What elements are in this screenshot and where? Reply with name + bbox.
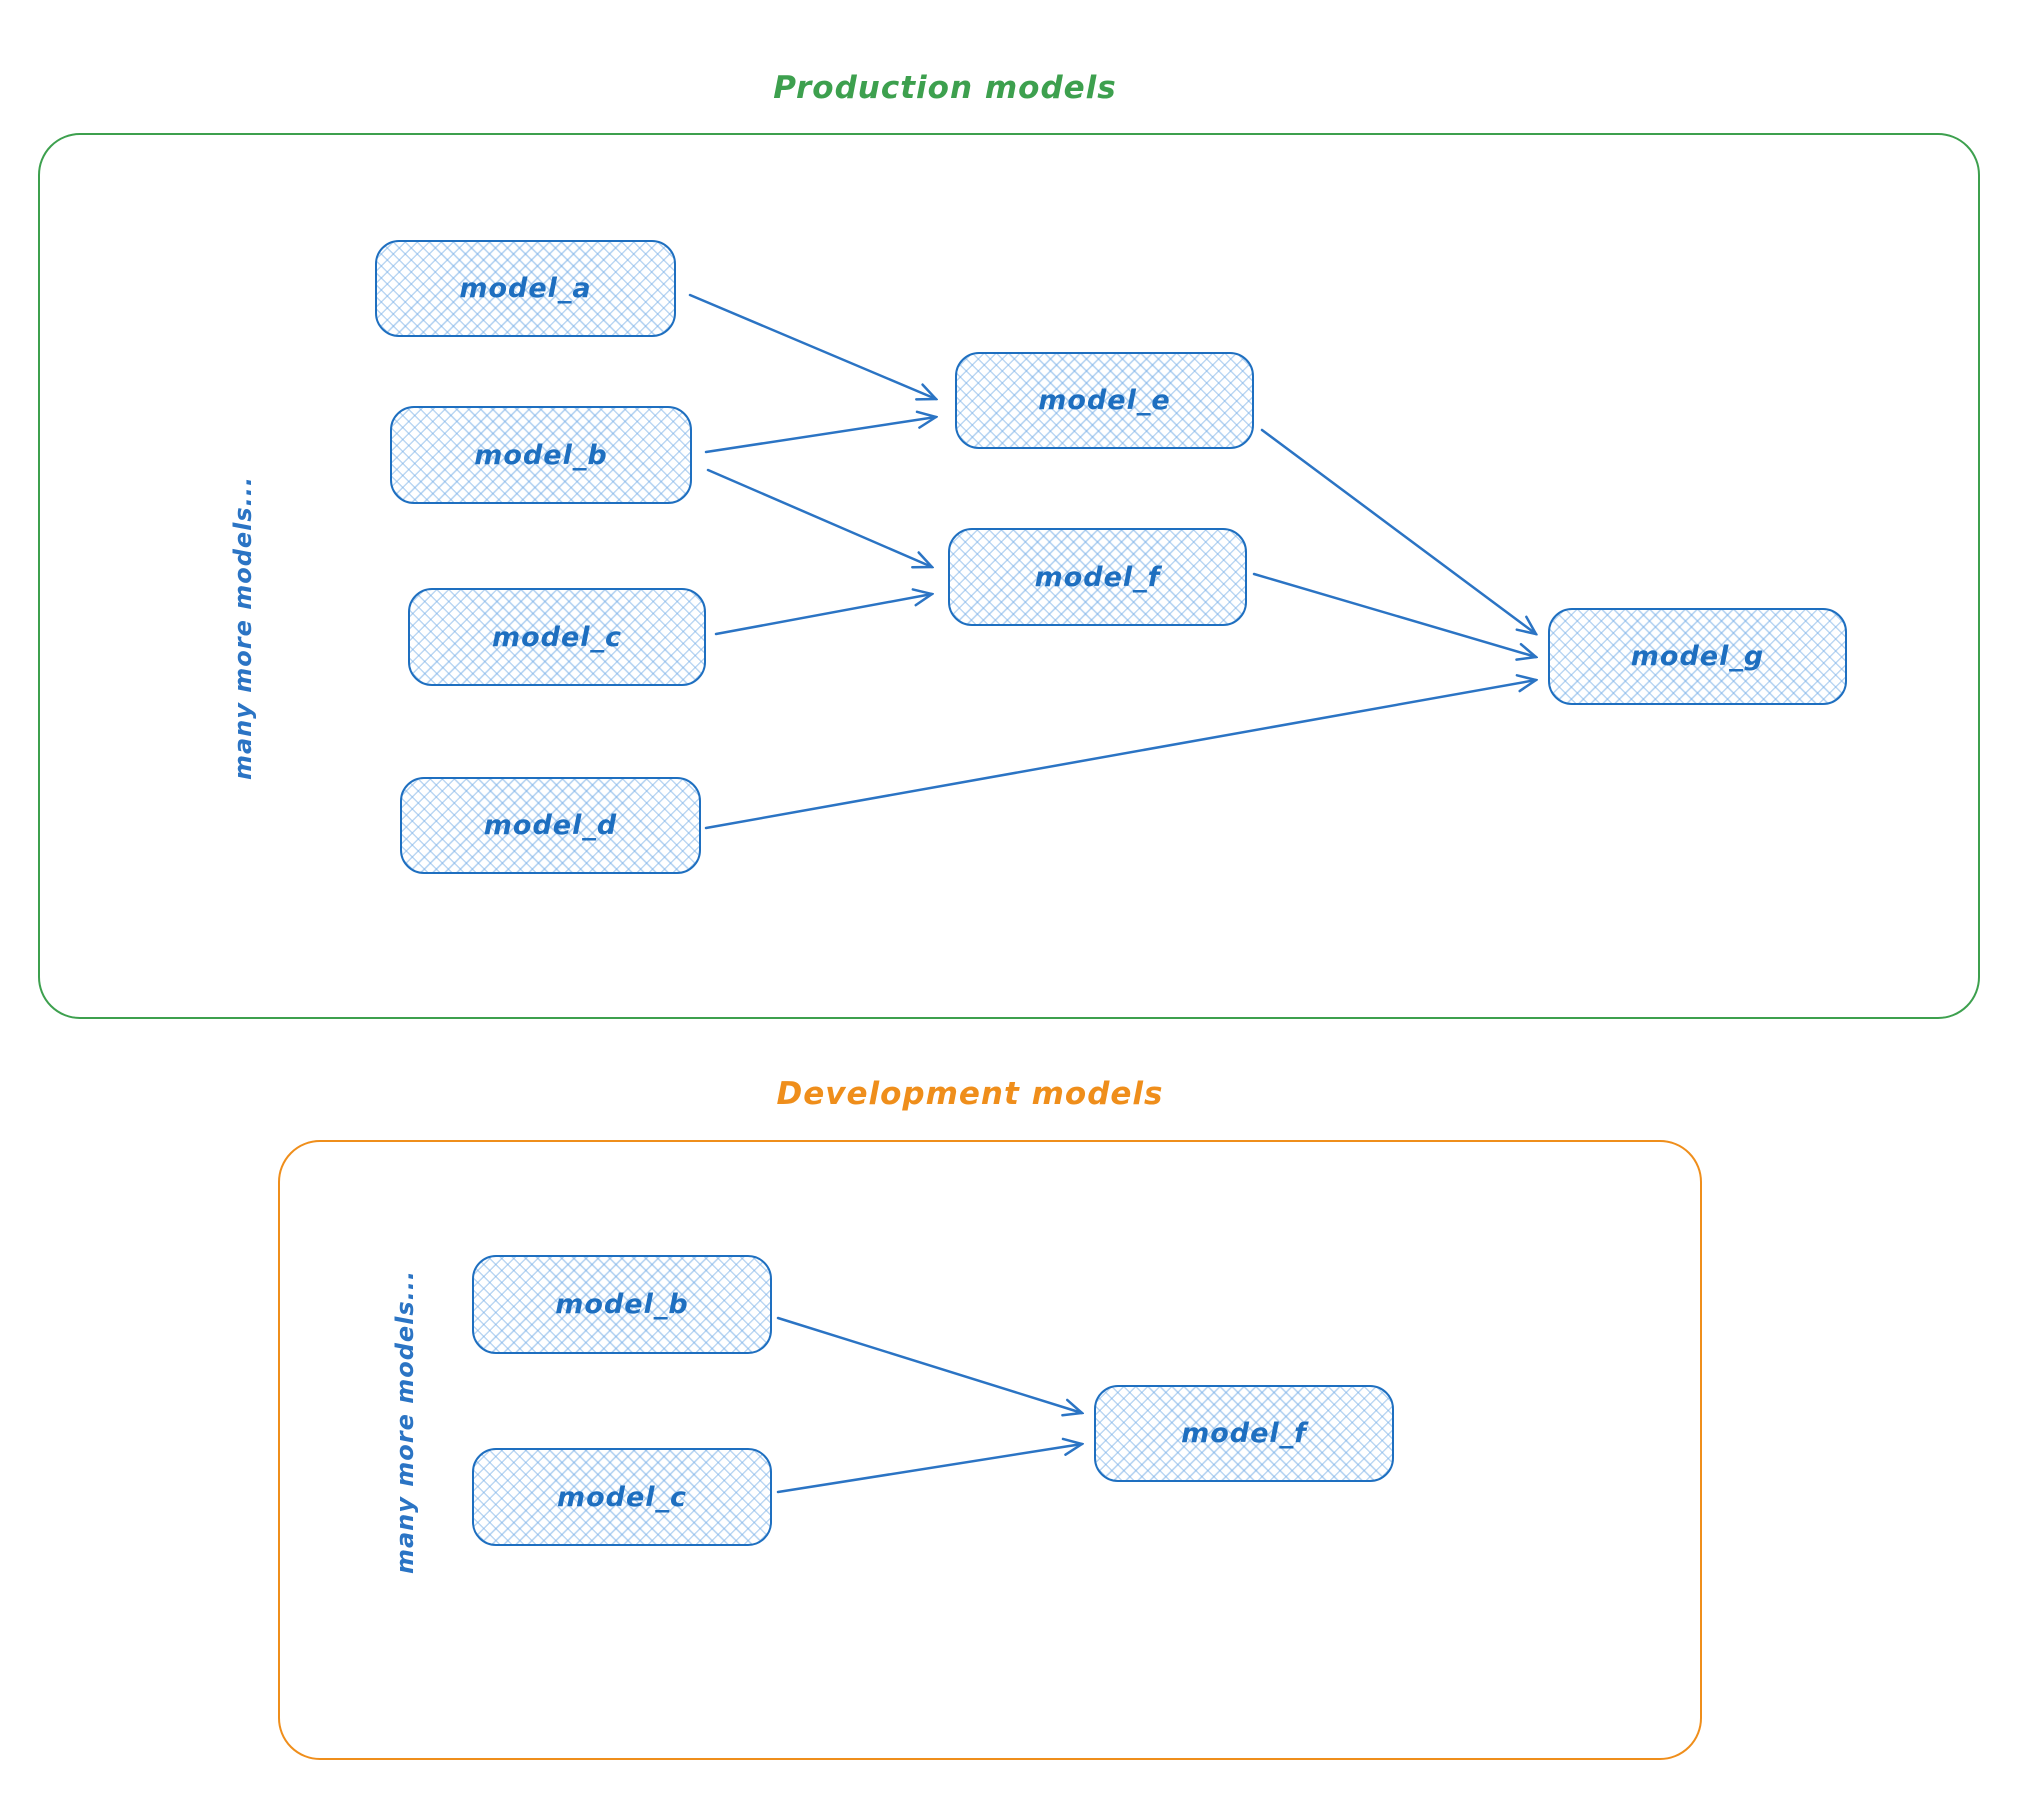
edge-prod-model-a-to-model-e xyxy=(688,293,936,399)
node-label: model_g xyxy=(1630,641,1765,672)
node-dev-model-f: model_f xyxy=(1094,1385,1394,1482)
node-label: model_b xyxy=(474,439,608,471)
edge-dev-model-c-to-model-f xyxy=(776,1444,1082,1494)
node-prod-model-a: model_a xyxy=(375,240,676,337)
development-container xyxy=(278,1140,1702,1760)
production-container xyxy=(38,133,1980,1019)
node-label: model_f xyxy=(1181,1418,1307,1449)
node-prod-model-b: model_b xyxy=(390,406,692,504)
edge-prod-model-b-to-model-e xyxy=(704,417,936,454)
node-label: model_f xyxy=(1034,561,1161,593)
node-label: model_e xyxy=(1038,385,1171,416)
development-section-title: Development models xyxy=(776,1076,1164,1112)
node-label: model_a xyxy=(459,273,592,304)
edge-prod-model-f-to-model-g xyxy=(1252,572,1536,657)
node-dev-model-b: model_b xyxy=(472,1255,772,1354)
node-label: model_b xyxy=(555,1289,689,1320)
edge-dev-model-b-to-model-f xyxy=(776,1316,1082,1413)
node-prod-model-e: model_e xyxy=(955,352,1254,449)
production-section-title: Production models xyxy=(773,70,1117,106)
node-prod-model-f: model_f xyxy=(948,528,1247,626)
edge-prod-model-e-to-model-g xyxy=(1260,428,1536,634)
node-prod-model-d: model_d xyxy=(400,777,701,874)
edge-prod-model-b-to-model-f xyxy=(706,468,932,567)
production-side-label: many more models... xyxy=(229,475,257,781)
edge-prod-model-c-to-model-f xyxy=(714,594,932,636)
development-side-label: many more models... xyxy=(391,1269,419,1575)
node-label: model_d xyxy=(483,810,618,841)
node-prod-model-c: model_c xyxy=(408,588,706,686)
edge-prod-model-d-to-model-g xyxy=(704,680,1536,830)
node-dev-model-c: model_c xyxy=(472,1448,772,1546)
node-prod-model-g: model_g xyxy=(1548,608,1847,705)
node-label: model_c xyxy=(556,1481,688,1513)
node-label: model_c xyxy=(491,621,623,653)
